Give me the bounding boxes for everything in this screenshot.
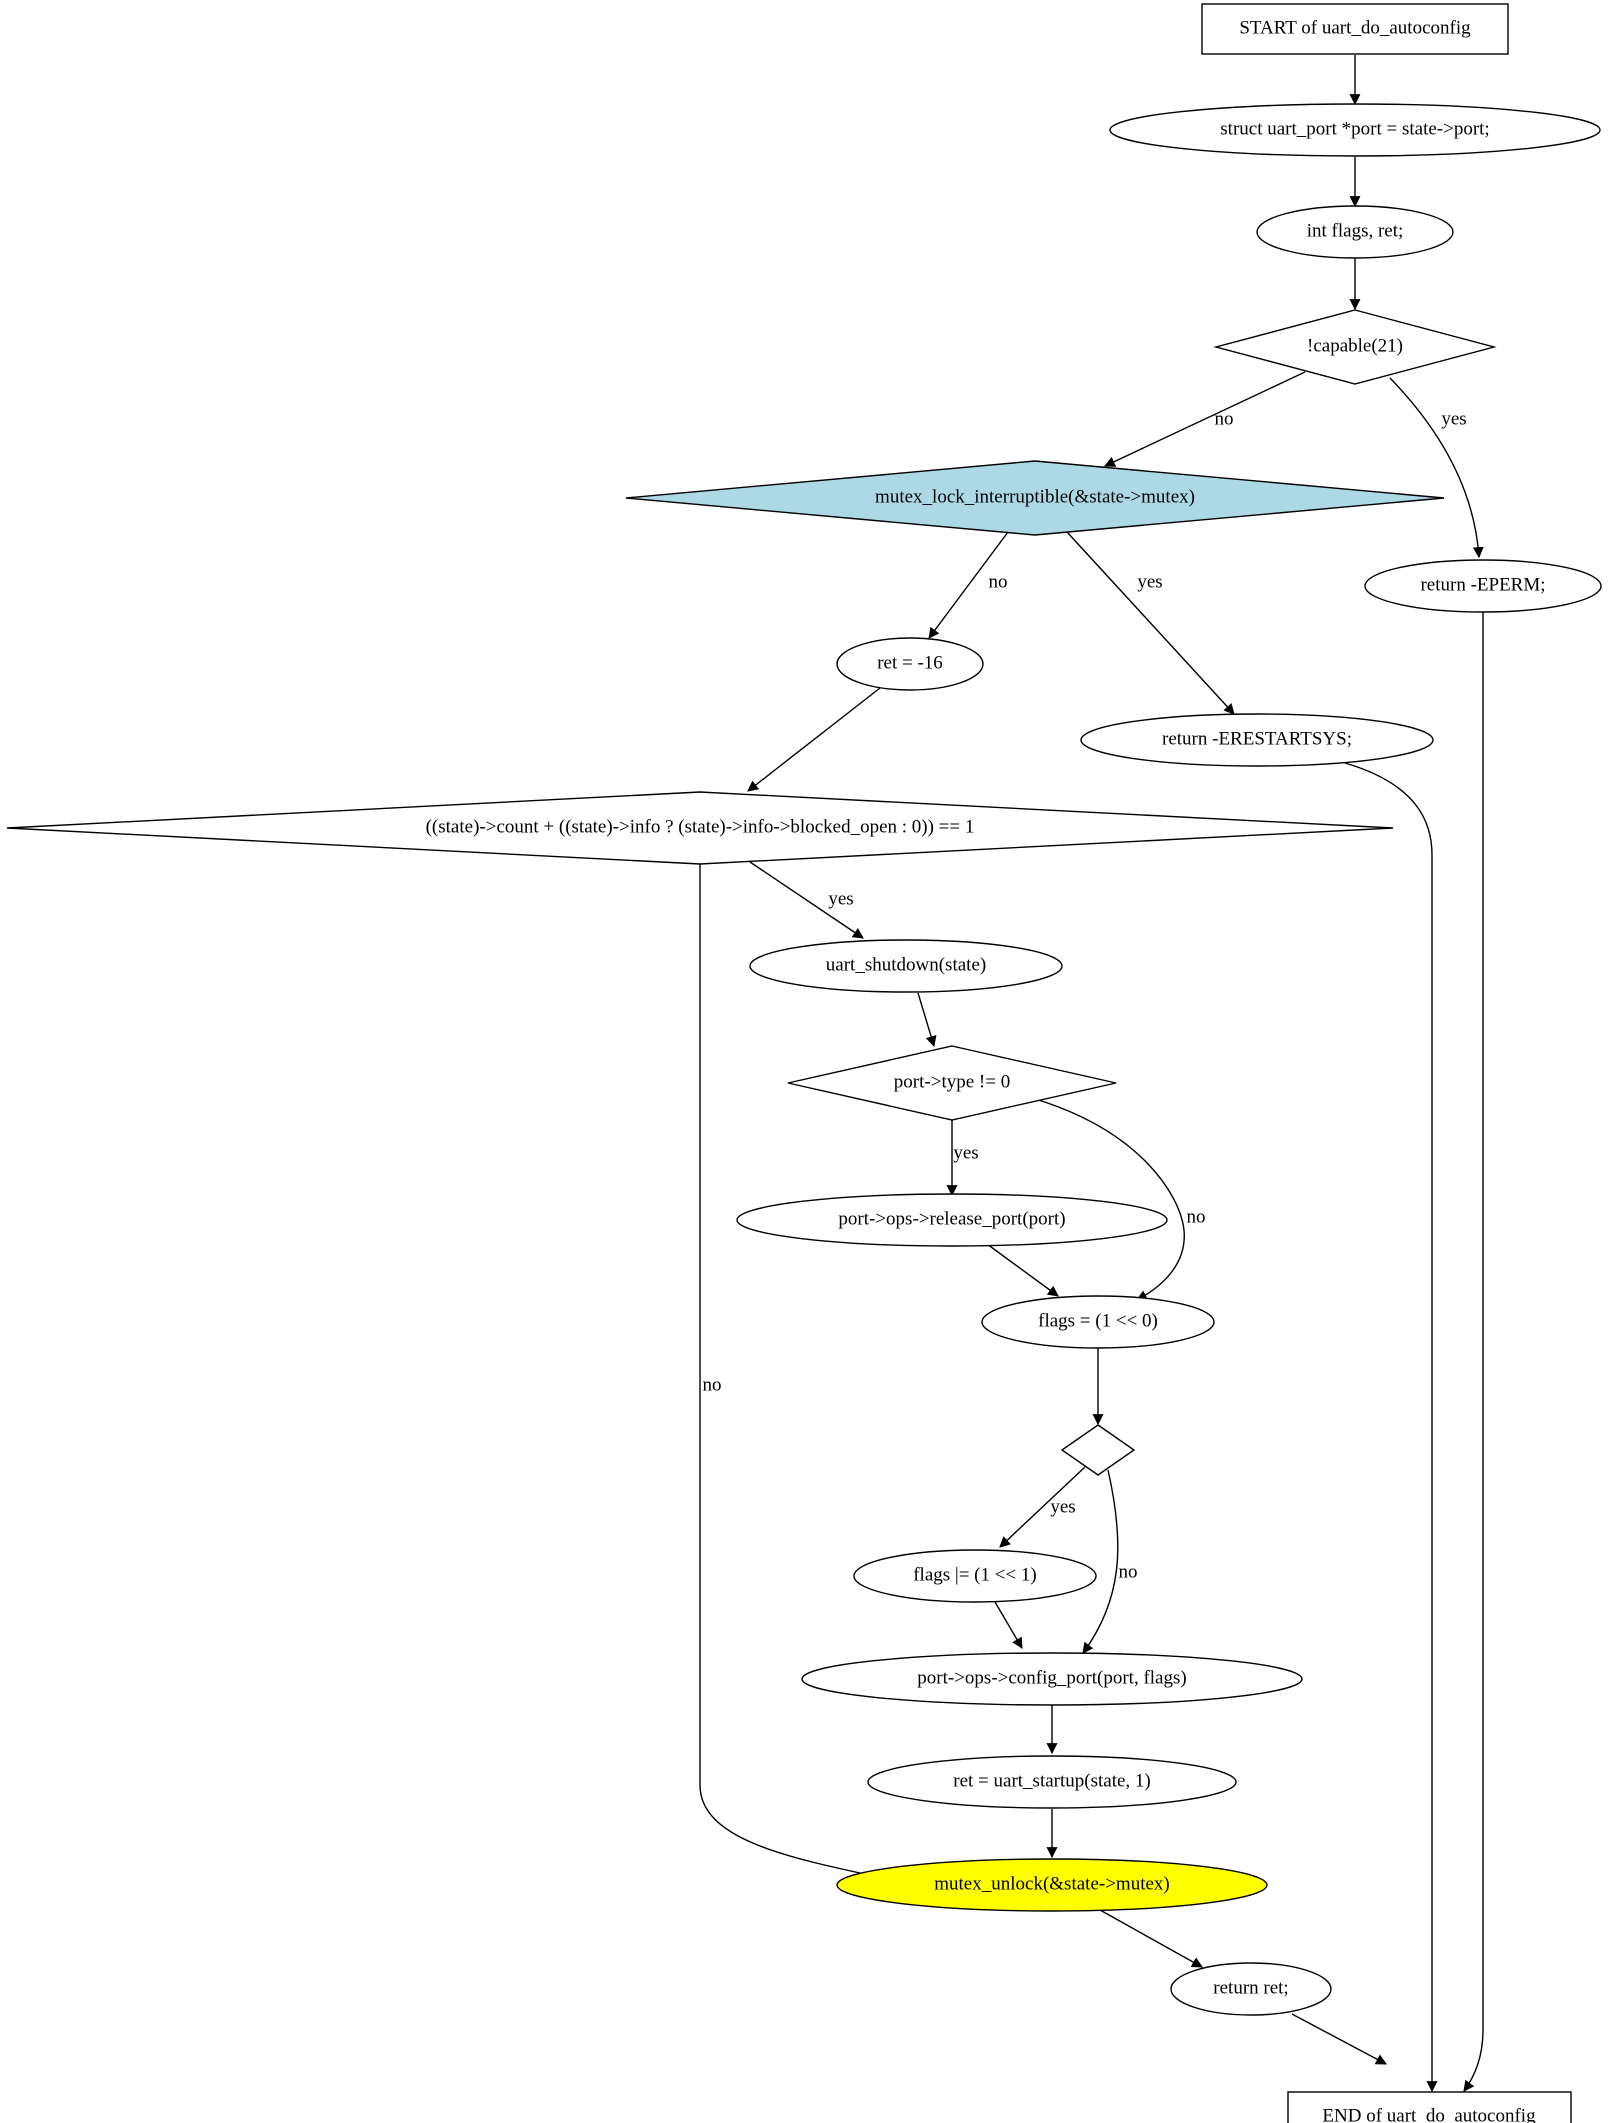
node-mutex-lock-label: mutex_lock_interruptible(&state->mutex) — [875, 486, 1195, 507]
node-type-check: port->type != 0 — [787, 1045, 1117, 1121]
node-end-label: END of uart_do_autoconfig — [1322, 2105, 1536, 2123]
label-type-no: no — [1187, 1206, 1206, 1227]
node-uart-startup: ret = uart_startup(state, 1) — [867, 1755, 1237, 1809]
node-flags-or-label: flags |= (1 << 1) — [913, 1564, 1037, 1585]
node-release-port-label: port->ops->release_port(port) — [838, 1208, 1065, 1229]
node-flags-decl-label: int flags, ret; — [1307, 220, 1404, 241]
nodes: START of uart_do_autoconfig struct uart_… — [6, 3, 1602, 2123]
edge-uart-shutdown-to-type-check — [917, 992, 937, 1048]
label-capable-no: no — [1215, 408, 1234, 429]
edge-flags-or-to-config-port — [994, 1601, 1023, 1649]
node-empty-check — [1060, 1424, 1136, 1476]
label-lock-yes: yes — [1137, 571, 1162, 592]
node-return-eperm-label: return -EPERM; — [1420, 574, 1545, 595]
node-uart-shutdown-label: uart_shutdown(state) — [826, 954, 986, 975]
edge-capable-yes-to-return-eperm — [1389, 377, 1484, 559]
edge-return-ret-to-end — [1291, 2013, 1387, 2065]
node-port-decl: struct uart_port *port = state->port; — [1109, 103, 1601, 157]
node-type-check-label: port->type != 0 — [894, 1071, 1010, 1092]
node-flags-init: flags = (1 << 0) — [981, 1295, 1215, 1349]
node-return-eperm: return -EPERM; — [1364, 559, 1602, 613]
edge-return-erestartsys-to-end — [1344, 762, 1438, 2093]
node-port-decl-label: struct uart_port *port = state->port; — [1220, 118, 1489, 139]
edge-release-port-to-flags-init — [986, 1243, 1059, 1297]
node-start-label: START of uart_do_autoconfig — [1239, 17, 1471, 38]
node-return-ret: return ret; — [1170, 1962, 1332, 2016]
node-count-check-label: ((state)->count + ((state)->info ? (stat… — [426, 816, 975, 837]
label-empty-no: no — [1119, 1561, 1138, 1582]
label-count-no: no — [703, 1374, 722, 1395]
label-count-yes: yes — [828, 888, 853, 909]
node-capable-check-label: !capable(21) — [1307, 335, 1403, 356]
mutex-unlock-ellipse — [836, 1858, 1268, 1912]
label-type-yes: yes — [953, 1142, 978, 1163]
label-lock-no: no — [989, 571, 1008, 592]
node-config-port: port->ops->config_port(port, flags) — [801, 1652, 1303, 1706]
node-capable-check: !capable(21) — [1213, 309, 1497, 385]
edge-count-check-no-to-mutex-unlock — [699, 863, 885, 1882]
node-mutex-unlock: mutex_unlock(&state->mutex) — [836, 1858, 1268, 1912]
edge-empty-check-no-to-config-port — [1082, 1469, 1119, 1654]
label-empty-yes: yes — [1050, 1496, 1075, 1517]
node-config-port-label: port->ops->config_port(port, flags) — [917, 1667, 1186, 1688]
edge-capable-no-to-mutex-lock — [1104, 371, 1306, 467]
node-ret-assign: ret = -16 — [836, 637, 984, 691]
label-capable-yes: yes — [1441, 408, 1466, 429]
node-release-port: port->ops->release_port(port) — [736, 1193, 1168, 1247]
edge-type-check-no-to-flags-init — [1031, 1097, 1185, 1301]
edge-return-eperm-to-end — [1463, 612, 1484, 2092]
edge-labels: no yes no yes yes no yes no yes no — [703, 408, 1467, 1582]
edge-mutex-lock-yes-to-return-erestartsys — [1066, 531, 1235, 715]
node-mutex-unlock-label: mutex_unlock(&state->mutex) — [934, 1873, 1170, 1894]
edge-ret-assign-to-count-check — [747, 687, 881, 792]
node-ret-assign-label: ret = -16 — [877, 652, 943, 673]
node-start: START of uart_do_autoconfig — [1201, 3, 1509, 55]
edge-count-check-yes-to-uart-shutdown — [749, 861, 864, 939]
node-uart-shutdown: uart_shutdown(state) — [749, 939, 1063, 993]
node-return-erestartsys: return -ERESTARTSYS; — [1080, 713, 1434, 767]
node-flags-or: flags |= (1 << 1) — [853, 1549, 1097, 1603]
node-count-check: ((state)->count + ((state)->info ? (stat… — [6, 791, 1394, 865]
node-mutex-lock: mutex_lock_interruptible(&state->mutex) — [625, 460, 1445, 536]
node-return-erestartsys-label: return -ERESTARTSYS; — [1162, 728, 1352, 749]
edge-empty-check-yes-to-flags-or — [999, 1466, 1086, 1548]
node-return-ret-label: return ret; — [1213, 1977, 1288, 1998]
node-end: END of uart_do_autoconfig — [1287, 2091, 1572, 2123]
edge-mutex-unlock-to-return-ret — [1099, 1909, 1203, 1968]
node-flags-decl: int flags, ret; — [1256, 205, 1454, 259]
node-uart-startup-label: ret = uart_startup(state, 1) — [953, 1770, 1150, 1791]
edge-mutex-lock-no-to-ret-assign — [928, 531, 1009, 639]
node-flags-init-label: flags = (1 << 0) — [1038, 1310, 1158, 1331]
mutex-lock-diamond — [625, 460, 1445, 536]
edges — [699, 55, 1484, 2093]
